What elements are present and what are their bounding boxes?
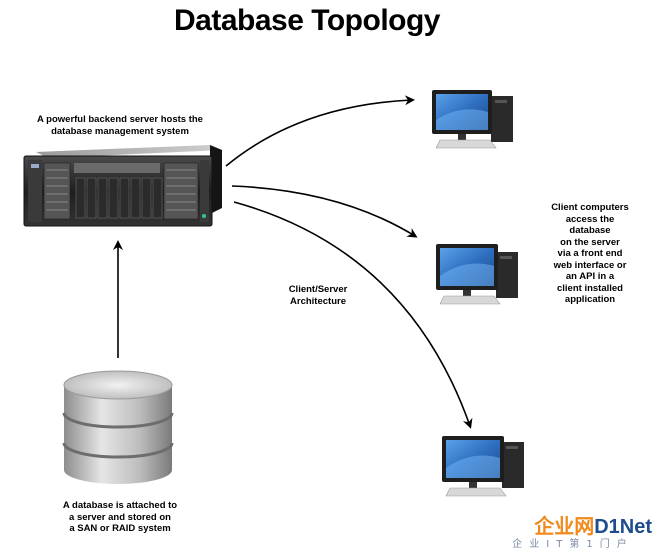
architecture-label-line-1: Client/Server [288,284,348,295]
architecture-label: Client/Server Architecture [278,284,358,307]
client-computer-3 [442,436,524,497]
client-caption-line-6: web interface or [553,259,627,271]
client-caption-line-2: access the [565,213,615,225]
client-caption-line-9: application [564,294,616,305]
client-caption-line-5: via a front end [557,248,623,259]
client-caption: Client computers access the database on … [540,202,640,306]
server-to-client-1-arrow [225,95,415,167]
watermark-subtitle: 企业IT第1门户 [512,539,634,550]
server-illustration [23,145,222,227]
client-caption-line-3: database [569,225,611,236]
client-caption-line-8: client installed [557,282,623,294]
watermark-brand-en: D1Net [594,516,652,538]
client-caption-line-7: an API in a [565,271,615,282]
server-caption-line-1: A powerful backend server hosts the [37,114,203,125]
database-caption-line-1: A database is attached to [62,500,178,511]
database-illustration [62,370,174,484]
server-caption: A powerful backend server hosts the data… [20,114,220,137]
database-caption: A database is attached to a server and s… [40,500,200,535]
client-computer-1 [432,90,513,149]
client-caption-line-4: on the server [560,236,620,248]
watermark-brand-cn: 企业网 [534,516,595,538]
diagram-title: Database Topology [174,4,440,37]
database-caption-line-3: a SAN or RAID system [69,523,171,534]
server-caption-line-2: database management system [51,125,189,137]
client-computer-2 [436,244,518,305]
server-to-client-2-arrow [231,185,418,238]
architecture-label-line-2: Architecture [290,295,346,307]
watermark: 企业网D1Net [494,510,652,539]
server-to-client-3-arrow [233,201,473,429]
client-caption-line-1: Client computers [551,202,629,213]
database-caption-line-2: a server and stored on [69,511,171,523]
